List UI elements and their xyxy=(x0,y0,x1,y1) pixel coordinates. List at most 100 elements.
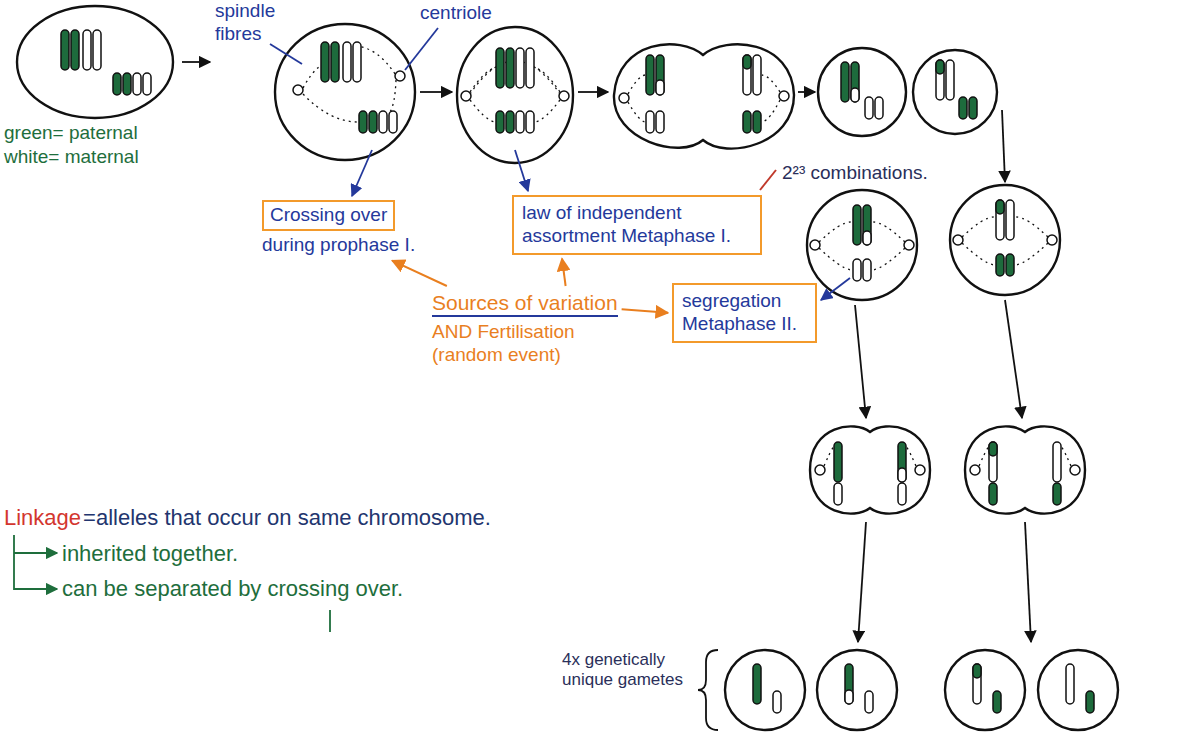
anaphase-two-cells xyxy=(815,465,825,475)
telophase-one-cell xyxy=(646,111,664,133)
metaphase-one-cell xyxy=(559,91,569,101)
metaphase-two-cells xyxy=(819,248,851,270)
anaphase-two-cells xyxy=(979,446,989,466)
metaphase-two-cells xyxy=(996,254,1014,276)
metaphase-one-cell xyxy=(461,91,471,101)
part-label: spindle fibres xyxy=(215,0,285,46)
metaphase-one-cell xyxy=(496,111,514,133)
metaphase-two-cells xyxy=(873,248,905,270)
stage-arrows xyxy=(420,91,452,93)
variation-heading: Sources of variationAND Fertilisation (r… xyxy=(432,290,618,367)
gamete-cells xyxy=(1038,650,1118,730)
metaphase-two-cells xyxy=(807,190,917,300)
stage-arrows xyxy=(182,61,210,63)
prophase-cell xyxy=(321,42,339,82)
anaphase-two-cells xyxy=(898,483,906,505)
leader-lines xyxy=(329,610,331,632)
stage-arrows xyxy=(1025,522,1031,642)
anaphase-two-cells xyxy=(1053,442,1061,482)
gamete-cells xyxy=(973,664,981,704)
anaphase-two-cells xyxy=(915,465,925,475)
daughter-cells xyxy=(936,60,944,74)
leader-lines xyxy=(821,278,850,300)
segregation-box: segregation Metaphase II. xyxy=(672,283,817,343)
anaphase-two-cells xyxy=(989,442,997,456)
gamete-cells xyxy=(845,664,853,704)
leader-lines xyxy=(14,552,57,554)
prophase-cell xyxy=(293,85,303,95)
telophase-one-cell xyxy=(614,44,794,148)
gamete-cells xyxy=(1086,691,1094,713)
stage-note: during prophase I. xyxy=(262,234,415,257)
anaphase-two-cells xyxy=(965,426,1085,513)
metaphase-one-cell xyxy=(535,68,560,92)
telophase-one-cell xyxy=(743,55,761,95)
gamete-note: 4x genetically unique gametes xyxy=(562,650,684,691)
interphase-cell xyxy=(113,73,131,95)
daughter-cells xyxy=(818,48,997,136)
metaphase-one-cell xyxy=(496,48,514,88)
telophase-one-cell xyxy=(743,111,761,133)
stage-arrows xyxy=(855,305,866,418)
telophase-one-cell xyxy=(779,91,789,101)
box-heading: Crossing over xyxy=(262,200,395,231)
gamete-cells xyxy=(753,664,761,704)
daughter-cells xyxy=(841,62,859,102)
note-text: can be separated by crossing over. xyxy=(62,576,403,602)
metaphase-one-cell xyxy=(516,48,534,88)
telophase-one-cell xyxy=(628,102,645,122)
metaphase-two-cells xyxy=(810,240,820,250)
metaphase-two-cells xyxy=(1047,235,1057,245)
daughter-cells xyxy=(851,88,859,102)
metaphase-two-cells xyxy=(853,259,871,281)
anaphase-two-cells xyxy=(810,426,930,513)
assortment-box: law of independent assortment Metaphase … xyxy=(512,195,762,255)
gamete-cells xyxy=(773,691,781,713)
metaphase-one-cell xyxy=(470,100,495,122)
stage-arrows xyxy=(182,62,1031,642)
metaphase-one-cell xyxy=(457,27,573,163)
anaphase-two-cells xyxy=(810,426,1085,513)
metaphase-two-cells xyxy=(962,217,994,237)
leader-lines xyxy=(698,650,718,730)
metaphase-two-cells xyxy=(863,231,871,245)
daughter-cells xyxy=(913,50,997,134)
note-text: AND Fertilisation (random event) xyxy=(432,321,617,367)
prophase-cell xyxy=(275,24,415,160)
prophase-cell xyxy=(359,111,377,133)
leader-lines xyxy=(352,150,372,196)
anaphase-two-cells xyxy=(989,442,997,482)
note-text: inherited together. xyxy=(62,541,238,567)
key-note: white= maternal xyxy=(4,146,139,169)
anaphase-two-cells xyxy=(1061,446,1071,466)
leader-lines xyxy=(14,535,57,589)
anaphase-two-cells xyxy=(1070,465,1080,475)
stage-arrows xyxy=(1002,110,1005,182)
daughter-cells xyxy=(818,48,906,136)
leader-lines xyxy=(760,170,776,190)
gamete-cells xyxy=(725,650,805,730)
stage-arrows xyxy=(578,91,608,93)
telophase-one-cell xyxy=(656,80,664,95)
metaphase-one-cell xyxy=(535,100,560,122)
interphase-cell xyxy=(17,6,173,118)
definition-text: =alleles that occur on same chromosome. xyxy=(83,505,491,531)
anaphase-two-cells xyxy=(989,483,997,505)
interphase-cell xyxy=(133,73,151,95)
telophase-one-cell xyxy=(646,55,664,95)
gamete-cells xyxy=(725,650,1118,730)
telophase-one-cell xyxy=(743,55,751,69)
prophase-cell xyxy=(379,111,397,133)
telophase-one-cell xyxy=(628,75,645,94)
variation-arrow xyxy=(622,309,668,313)
part-label: centriole xyxy=(420,2,492,25)
telophase-one-cell xyxy=(762,75,780,92)
stage-arrows xyxy=(858,522,866,642)
metaphase-two-cells xyxy=(1016,217,1048,237)
prophase-cell xyxy=(275,24,415,160)
box-text: law of independent assortment Metaphase … xyxy=(522,202,752,248)
metaphase-two-cells xyxy=(904,240,914,250)
